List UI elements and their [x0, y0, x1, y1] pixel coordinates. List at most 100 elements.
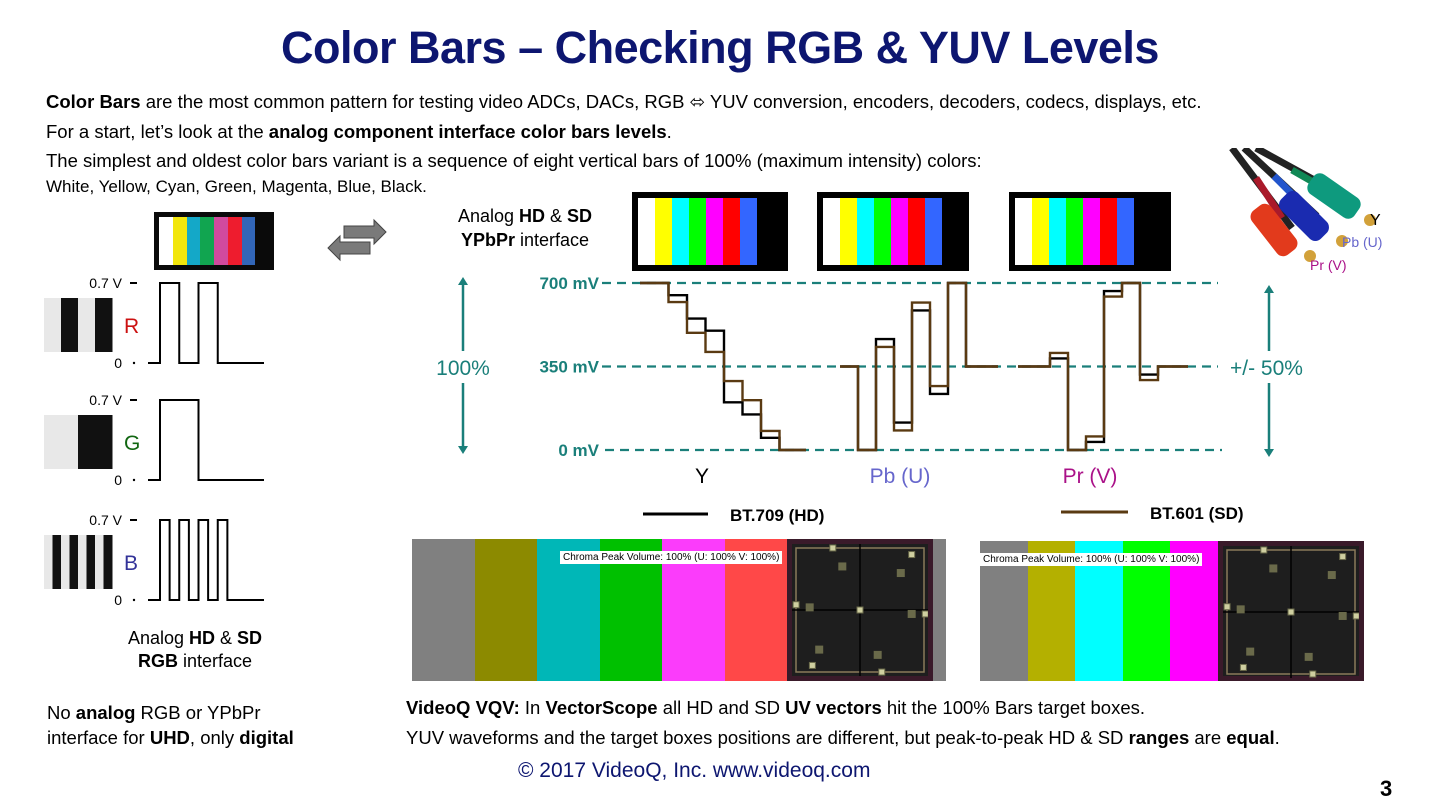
- caption-bold: HD: [189, 628, 216, 648]
- intro-line-3: The simplest and oldest color bars varia…: [46, 150, 982, 171]
- vector-point: [1239, 663, 1247, 671]
- color-bar: [740, 198, 757, 265]
- range-arrow-50-head-up: [1264, 285, 1274, 293]
- level-label: 700 mV: [539, 274, 599, 293]
- tick-mark: [132, 361, 136, 365]
- color-bar: [840, 198, 857, 265]
- note-bold: UHD: [149, 727, 190, 748]
- level-label-low: 0: [114, 472, 122, 488]
- chroma-peak-overlay: Chroma Peak Volume: 100% (U: 100% V: 100…: [980, 553, 1203, 566]
- color-bar: [1066, 198, 1083, 265]
- color-bar: [706, 198, 723, 265]
- channel-label-r: R: [124, 315, 139, 338]
- vector-point: [1352, 612, 1360, 620]
- series-y-bt-601-sd-: [640, 281, 806, 452]
- note-text: .: [1274, 727, 1280, 748]
- stripe: [78, 415, 113, 469]
- test-bar: [474, 539, 537, 681]
- connector-label-y: Y: [1370, 212, 1381, 229]
- target-box: [873, 650, 882, 659]
- color-bar: [672, 198, 689, 265]
- color-bar: [200, 217, 214, 265]
- stripe: [103, 535, 113, 589]
- stripe: [44, 415, 79, 469]
- note-bold: equal: [1226, 727, 1275, 748]
- level-label: 350 mV: [539, 358, 599, 377]
- component-cable-image: [1229, 148, 1376, 262]
- chroma-peak-overlay: Chroma Peak Volume: 100% (U: 100% V: 100…: [560, 551, 783, 564]
- test-bar: [412, 539, 475, 681]
- color-bars-thumbnail-pb: [817, 192, 969, 271]
- vqv-note-line-1: VideoQ VQV: In VectorScope all HD and SD…: [406, 697, 1145, 719]
- vector-point: [1309, 670, 1317, 678]
- range-arrow-50-head-down: [1264, 449, 1274, 457]
- caption-text: Analog: [127, 628, 190, 648]
- target-box: [805, 603, 814, 612]
- vqv-note-line-2: YUV waveforms and the target boxes posit…: [406, 727, 1280, 749]
- target-box: [1246, 647, 1255, 656]
- color-bar: [214, 217, 228, 265]
- rgb-color-bars-thumbnail: [154, 212, 274, 270]
- rgb-interface-caption: Analog HD & SD RGB interface: [95, 628, 295, 672]
- target-box: [1269, 564, 1278, 573]
- stripe: [44, 298, 62, 352]
- connector-label-pb: Pb (U): [1342, 234, 1383, 250]
- channel-waveform-b: [148, 519, 264, 601]
- level-label: 0 mV: [558, 441, 599, 460]
- color-bar: [723, 198, 740, 265]
- level-label-high: 0.7 V: [89, 275, 122, 291]
- vectorscope-plot: [792, 544, 929, 676]
- caption-bold: YPbPr: [460, 230, 515, 250]
- channel-label-pr: Pr (V): [1063, 465, 1118, 488]
- stripe: [52, 535, 62, 589]
- caption-text: &: [545, 206, 568, 226]
- stripe: [95, 535, 104, 589]
- color-bar: [891, 198, 908, 265]
- caption-bold: HD: [519, 206, 546, 226]
- intro-text: .: [666, 121, 672, 142]
- target-box: [838, 562, 847, 571]
- color-bar: [159, 217, 173, 265]
- channel-label-g: G: [124, 432, 140, 455]
- note-text: No: [47, 702, 76, 723]
- note-bold: VideoQ VQV:: [406, 697, 520, 718]
- caption-text: interface: [177, 651, 253, 671]
- vector-point: [878, 668, 886, 676]
- intro-text: For a start, let’s look at the: [46, 121, 269, 142]
- vector-point: [921, 610, 929, 618]
- color-bar: [1049, 198, 1066, 265]
- color-bar: [857, 198, 874, 265]
- channel-label-b: B: [124, 552, 138, 575]
- intro-line-2: For a start, let’s look at the analog co…: [46, 121, 672, 143]
- slide-title: Color Bars – Checking RGB & YUV Levels: [281, 22, 1159, 73]
- note-text: are: [1189, 727, 1227, 748]
- note-text: YUV waveforms and the target boxes posit…: [406, 727, 1129, 748]
- color-bar: [1015, 198, 1032, 265]
- caption-bold: SD: [237, 628, 263, 648]
- target-box: [1338, 611, 1347, 620]
- color-bar: [638, 198, 655, 265]
- stripe: [61, 298, 79, 352]
- vector-point: [1223, 603, 1231, 611]
- color-bar: [655, 198, 672, 265]
- series-pr-bt-601-sd-: [1018, 281, 1188, 452]
- color-bar: [1117, 198, 1134, 265]
- range-arrow-50-label: +/- 50%: [1230, 357, 1303, 380]
- channel-waveform-r: [148, 282, 264, 364]
- color-bars-thumbnail-y: [632, 192, 788, 271]
- vector-point: [829, 544, 837, 552]
- note-bold: analog: [75, 702, 136, 723]
- vectorscope-plot: [1222, 546, 1360, 678]
- caption-text: interface: [514, 230, 590, 250]
- tick-mark: [132, 598, 136, 602]
- vector-point: [792, 601, 800, 609]
- range-arrow-100-head-up: [458, 277, 468, 285]
- legend-label-sd: BT.601 (SD): [1150, 504, 1244, 523]
- color-bar: [241, 217, 256, 265]
- note-bold: UV vectors: [785, 697, 882, 718]
- stripe: [61, 535, 70, 589]
- intro-line-4: White, Yellow, Cyan, Green, Magenta, Blu…: [46, 177, 427, 196]
- vectorscope: [1217, 541, 1364, 681]
- color-bar: [908, 198, 925, 265]
